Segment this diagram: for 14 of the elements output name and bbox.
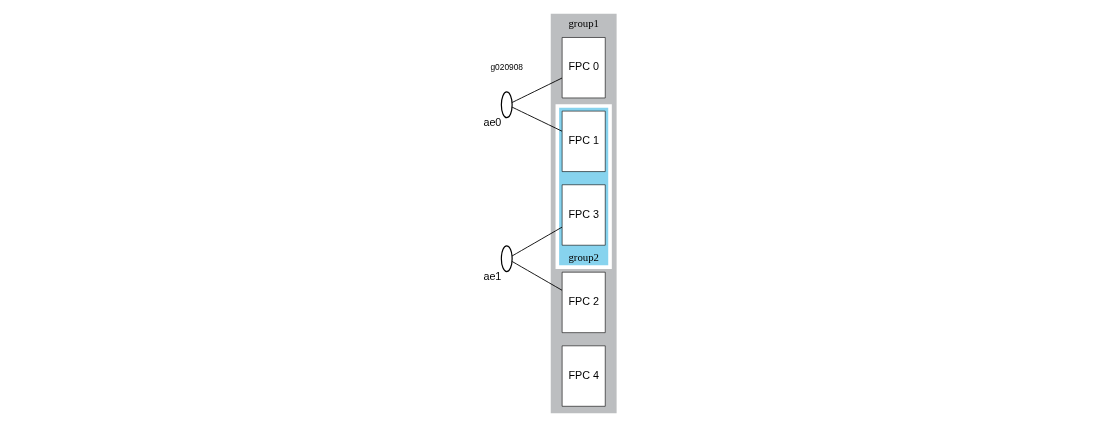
node-label: ae0 — [483, 116, 502, 129]
label: g020908 — [490, 61, 524, 72]
connector — [511, 106, 563, 132]
node-label: ae1 — [483, 270, 502, 283]
node-box: FPC 1 — [561, 110, 606, 172]
node-ellipse — [500, 245, 513, 273]
connector — [511, 226, 563, 257]
connector — [511, 261, 563, 291]
node-box: FPC 0 — [561, 37, 606, 99]
node-ellipse — [500, 91, 513, 119]
connector — [511, 77, 563, 103]
node-box: FPC 3 — [561, 184, 606, 246]
node-box: FPC 2 — [561, 271, 606, 333]
node-box: FPC 4 — [561, 345, 606, 407]
